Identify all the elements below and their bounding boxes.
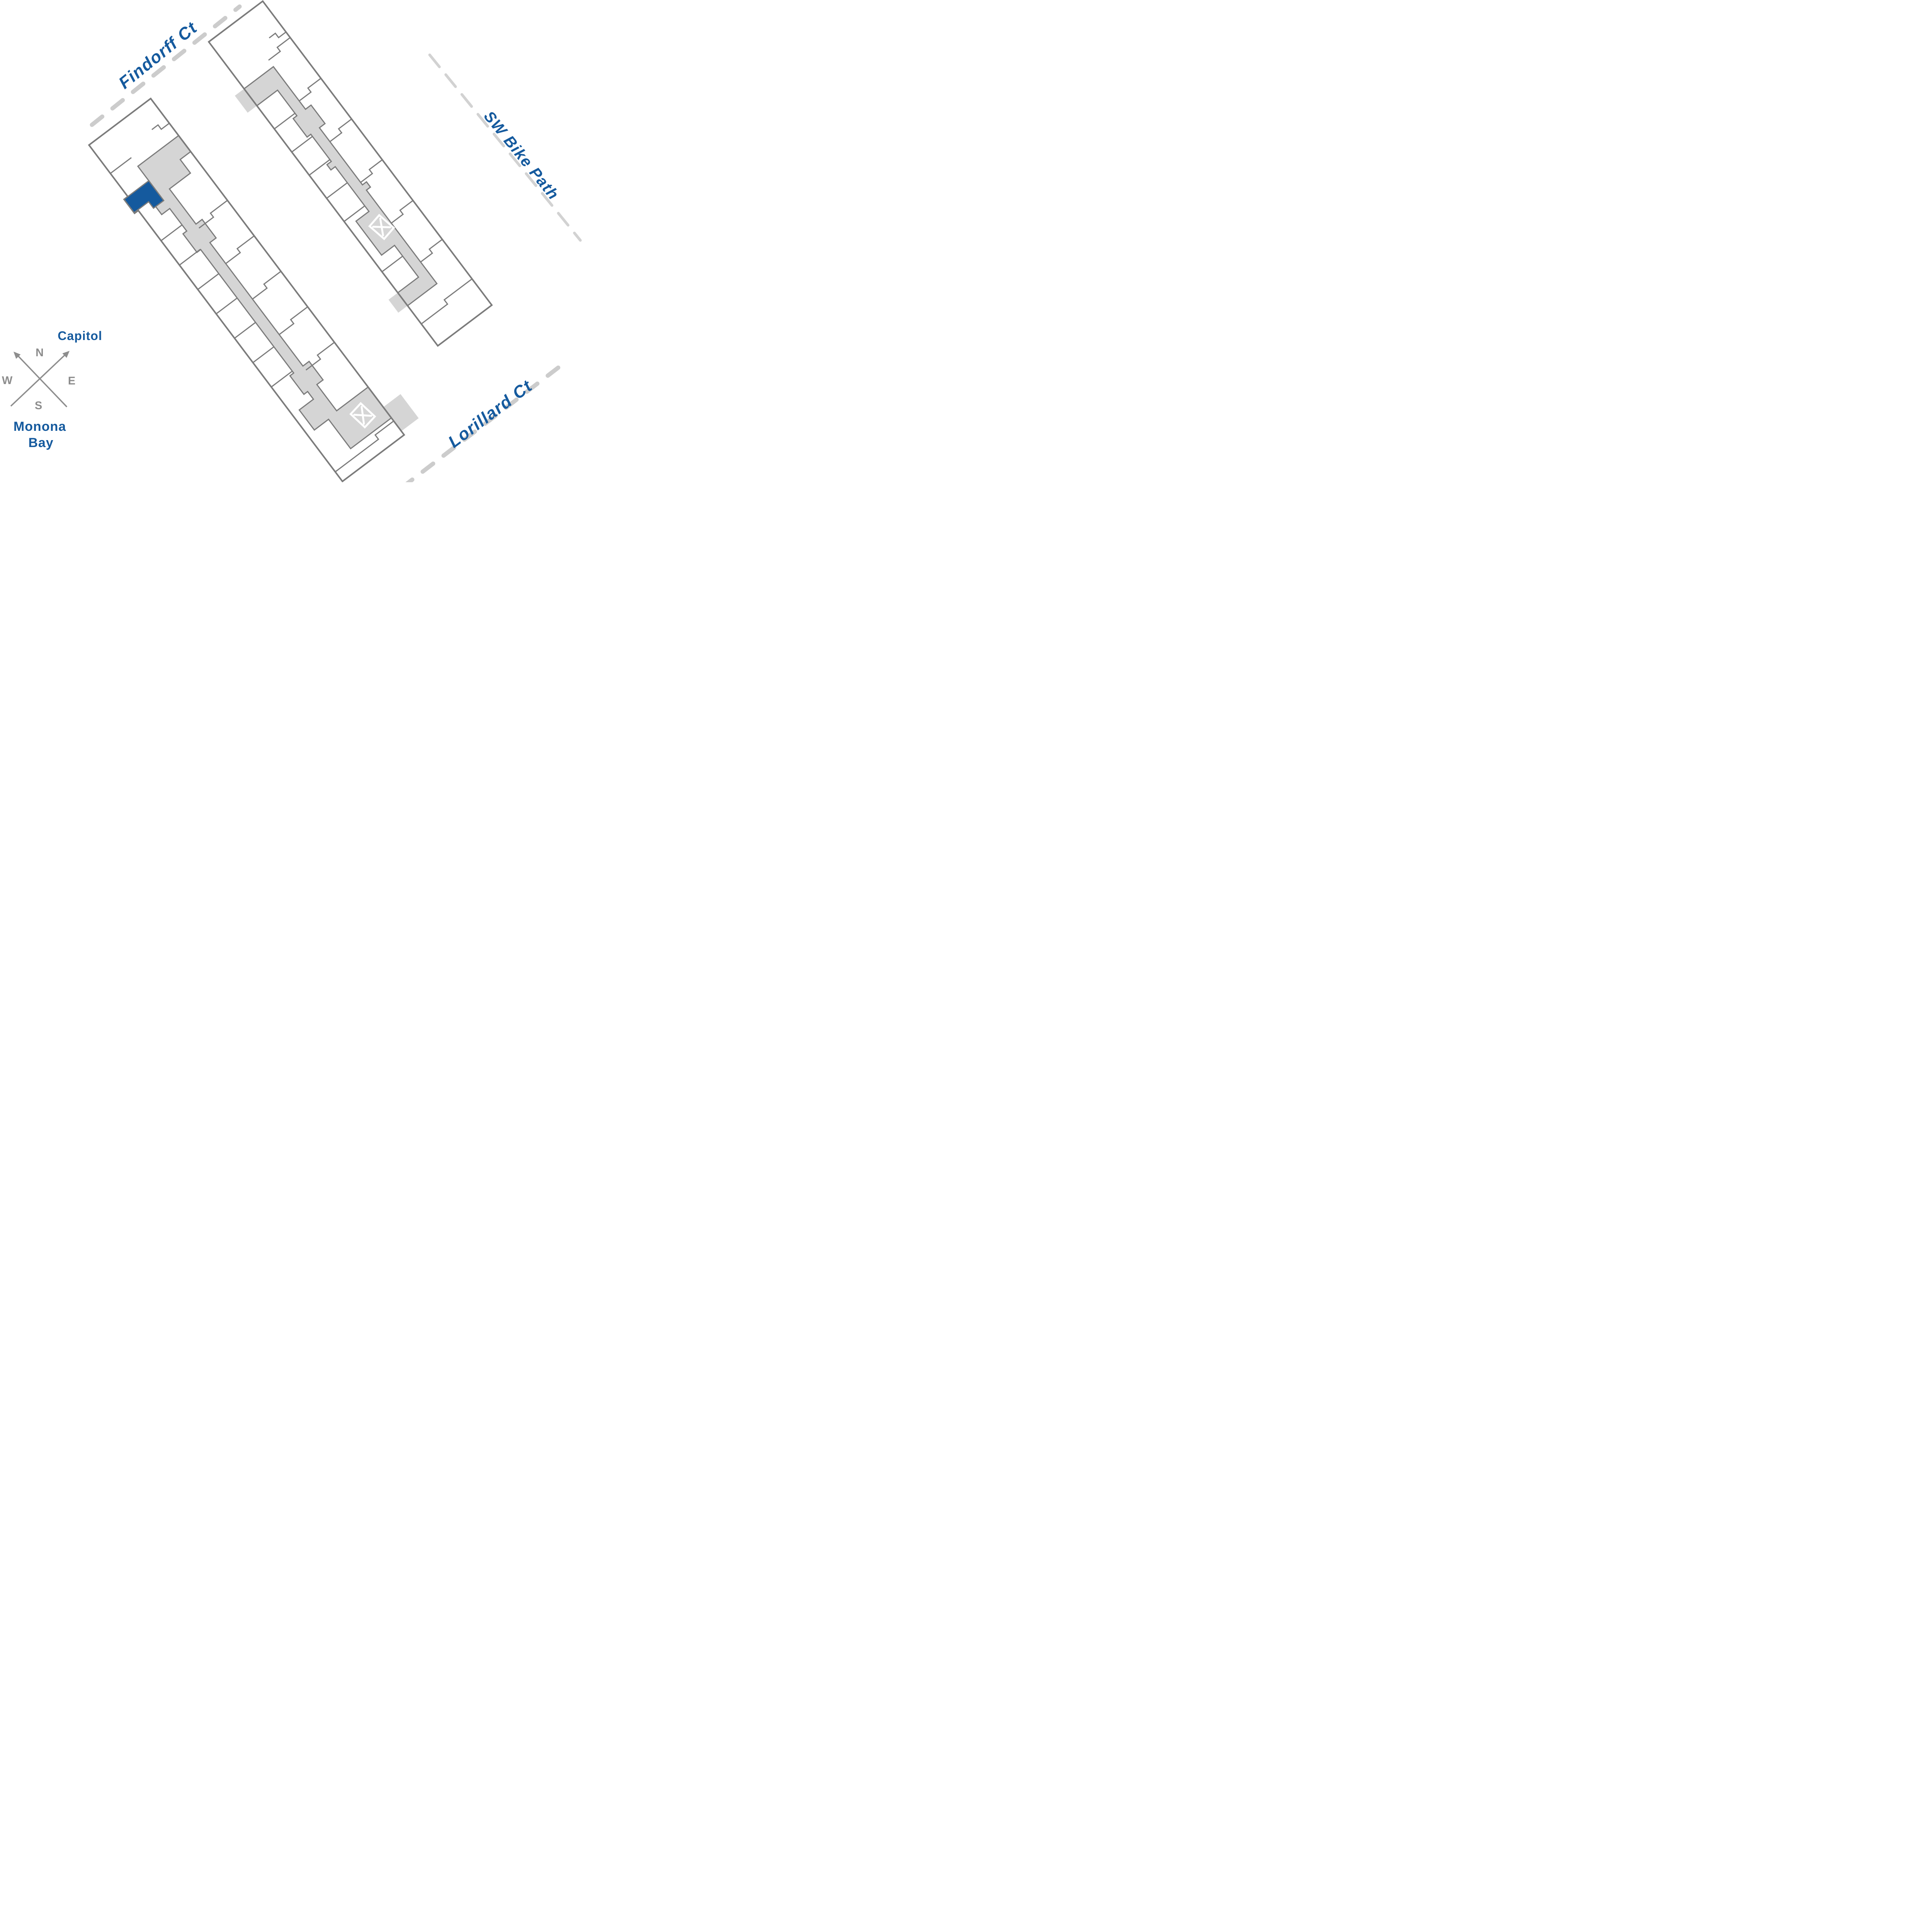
- unit-divider: [197, 273, 219, 290]
- unit-divider: [381, 255, 403, 272]
- unit-divider: [391, 200, 413, 224]
- buildings: [88, 0, 493, 482]
- south-building: [88, 97, 419, 482]
- sw-bike-path-label: SW Bike Path: [480, 108, 562, 203]
- corner-unit-step: [151, 122, 170, 130]
- entry-walkway: [235, 88, 257, 113]
- unit-divider: [421, 278, 473, 325]
- compass-north-letter: N: [36, 347, 44, 359]
- unit-divider: [420, 239, 443, 263]
- unit-divider: [234, 322, 256, 339]
- monona-bay-label-line2: Bay: [28, 435, 53, 450]
- stair-box-icon: [349, 402, 376, 429]
- corridor: [137, 134, 392, 450]
- site-map: Findorff Ct SW Bike Path Lorillard Ct N …: [2, 0, 582, 482]
- compass-west-letter: W: [2, 374, 13, 387]
- unit-divider: [110, 157, 132, 174]
- sw-bike-path-street-line: [428, 53, 582, 242]
- unit-divider: [274, 113, 296, 129]
- unit-divider: [344, 205, 365, 222]
- unit-divider: [216, 298, 238, 315]
- unit-divider: [329, 118, 352, 142]
- unit-divider: [335, 420, 394, 473]
- building-outline: [88, 97, 405, 482]
- compass-rose: N W E S: [2, 347, 76, 412]
- unit-divider: [299, 78, 321, 102]
- unit-divider: [291, 136, 313, 153]
- unit-divider: [225, 235, 255, 264]
- unit-divider: [309, 159, 330, 176]
- highlighted-unit[interactable]: [123, 180, 165, 219]
- unit-divider: [279, 306, 308, 335]
- unit-divider: [271, 371, 293, 388]
- unit-divider: [252, 271, 281, 300]
- unit-divider: [326, 182, 348, 199]
- entry-walkway: [383, 394, 419, 431]
- stair-x-icon: [353, 413, 372, 417]
- findorff-ct-label: Findorff Ct: [115, 18, 201, 92]
- stair-x-icon: [372, 226, 391, 228]
- compass-northwest-arrow-line: [14, 352, 68, 408]
- compass-northwest-arrowhead-icon: [14, 352, 21, 359]
- findorff-ct-street-line: [90, 4, 242, 127]
- unit-divider: [268, 37, 291, 61]
- north-building: [207, 0, 493, 347]
- stair-elevator-marker: [349, 402, 376, 429]
- corridor: [243, 66, 438, 307]
- unit-divider: [179, 248, 201, 266]
- site-map-page: Findorff Ct SW Bike Path Lorillard Ct N …: [0, 0, 606, 482]
- compass-northeast-arrowhead-icon: [62, 351, 70, 358]
- monona-bay-label-line1: Monona: [14, 419, 66, 434]
- capitol-label: Capitol: [58, 329, 102, 343]
- unit-divider: [252, 346, 274, 363]
- stair-elevator-marker: [368, 214, 395, 240]
- unit-divider: [305, 342, 335, 371]
- unit-divider: [199, 200, 228, 229]
- entry-walkway: [388, 293, 408, 313]
- streets: [90, 4, 582, 482]
- unit-divider: [360, 159, 383, 183]
- compass-east-letter: E: [68, 375, 76, 387]
- compass-south-letter: S: [35, 400, 43, 412]
- building-outline: [207, 0, 493, 347]
- lorillard-ct-street-line: [405, 358, 570, 482]
- unit-divider: [160, 224, 183, 242]
- corner-unit-step: [269, 31, 287, 39]
- stair-box-icon: [368, 214, 395, 240]
- lorillard-ct-label: Lorillard Ct: [445, 376, 536, 452]
